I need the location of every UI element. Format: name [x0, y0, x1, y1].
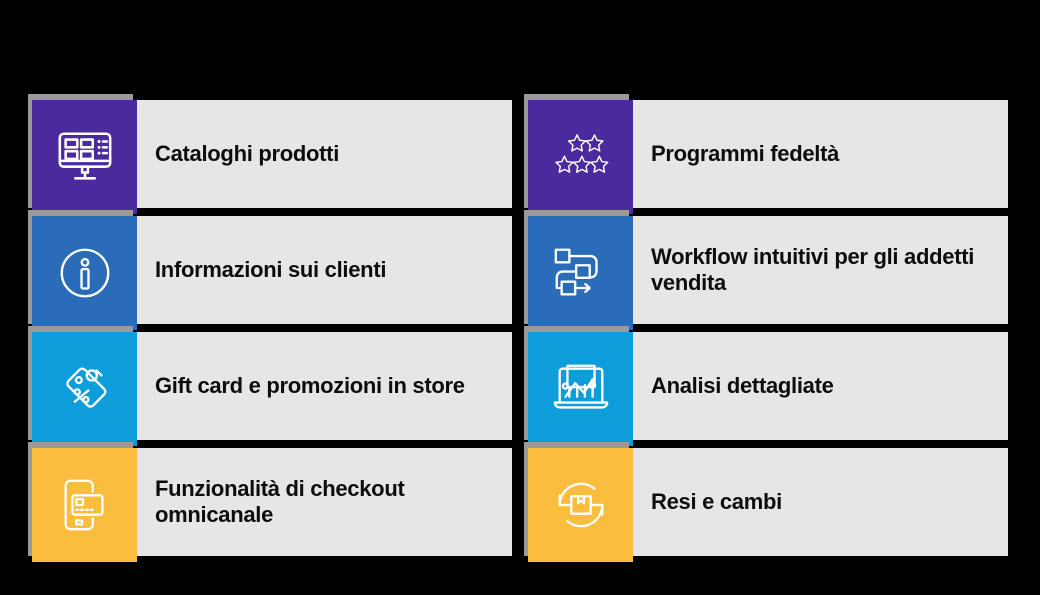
- icon-tile-wrap: [28, 442, 137, 562]
- feature-card-label: Funzionalità di checkout omnicanale: [155, 476, 405, 527]
- icon-tile-wrap: [524, 326, 633, 446]
- icon-tile-wrap: [28, 210, 137, 330]
- icon-tile: [32, 216, 137, 330]
- five-stars-icon: [550, 126, 612, 188]
- icon-tile: [528, 100, 633, 214]
- feature-card[interactable]: Funzionalità di checkout omnicanale: [28, 442, 512, 562]
- workflow-diagram-icon: [550, 242, 612, 304]
- feature-card[interactable]: Gift card e promozioni in store: [28, 326, 512, 446]
- icon-tile-wrap: [524, 210, 633, 330]
- feature-card[interactable]: Workflow intuitivi per gli addetti vendi…: [524, 210, 1008, 330]
- info-circle-icon: [54, 242, 116, 304]
- icon-tile: [32, 448, 137, 562]
- monitor-product-grid-icon: [54, 126, 116, 188]
- mobile-card-payment-icon: [54, 474, 116, 536]
- feature-card-label: Informazioni sui clienti: [155, 257, 387, 283]
- feature-card[interactable]: Informazioni sui clienti: [28, 210, 512, 330]
- return-box-arrows-icon: [550, 474, 612, 536]
- feature-card[interactable]: Resi e cambi: [524, 442, 1008, 562]
- icon-tile-wrap: [524, 442, 633, 562]
- feature-card[interactable]: Cataloghi prodotti: [28, 94, 512, 214]
- icon-tile: [32, 100, 137, 214]
- discount-tag-percent-icon: [54, 358, 116, 420]
- feature-card-label: Resi e cambi: [651, 489, 782, 515]
- icon-tile-wrap: [524, 94, 633, 214]
- icon-tile: [528, 216, 633, 330]
- feature-card[interactable]: Programmi fedeltà: [524, 94, 1008, 214]
- icon-tile: [32, 332, 137, 446]
- laptop-analytics-chart-icon: [550, 358, 612, 420]
- feature-card-label: Cataloghi prodotti: [155, 141, 340, 167]
- feature-card-label: Workflow intuitivi per gli addetti vendi…: [651, 244, 975, 295]
- feature-card-label: Analisi dettagliate: [651, 373, 834, 399]
- icon-tile-wrap: [28, 326, 137, 446]
- feature-card[interactable]: Analisi dettagliate: [524, 326, 1008, 446]
- icon-tile: [528, 332, 633, 446]
- icon-tile: [528, 448, 633, 562]
- icon-tile-wrap: [28, 94, 137, 214]
- feature-card-label: Gift card e promozioni in store: [155, 373, 465, 399]
- feature-card-label: Programmi fedeltà: [651, 141, 840, 167]
- feature-card-grid: Cataloghi prodotti: [28, 94, 1008, 562]
